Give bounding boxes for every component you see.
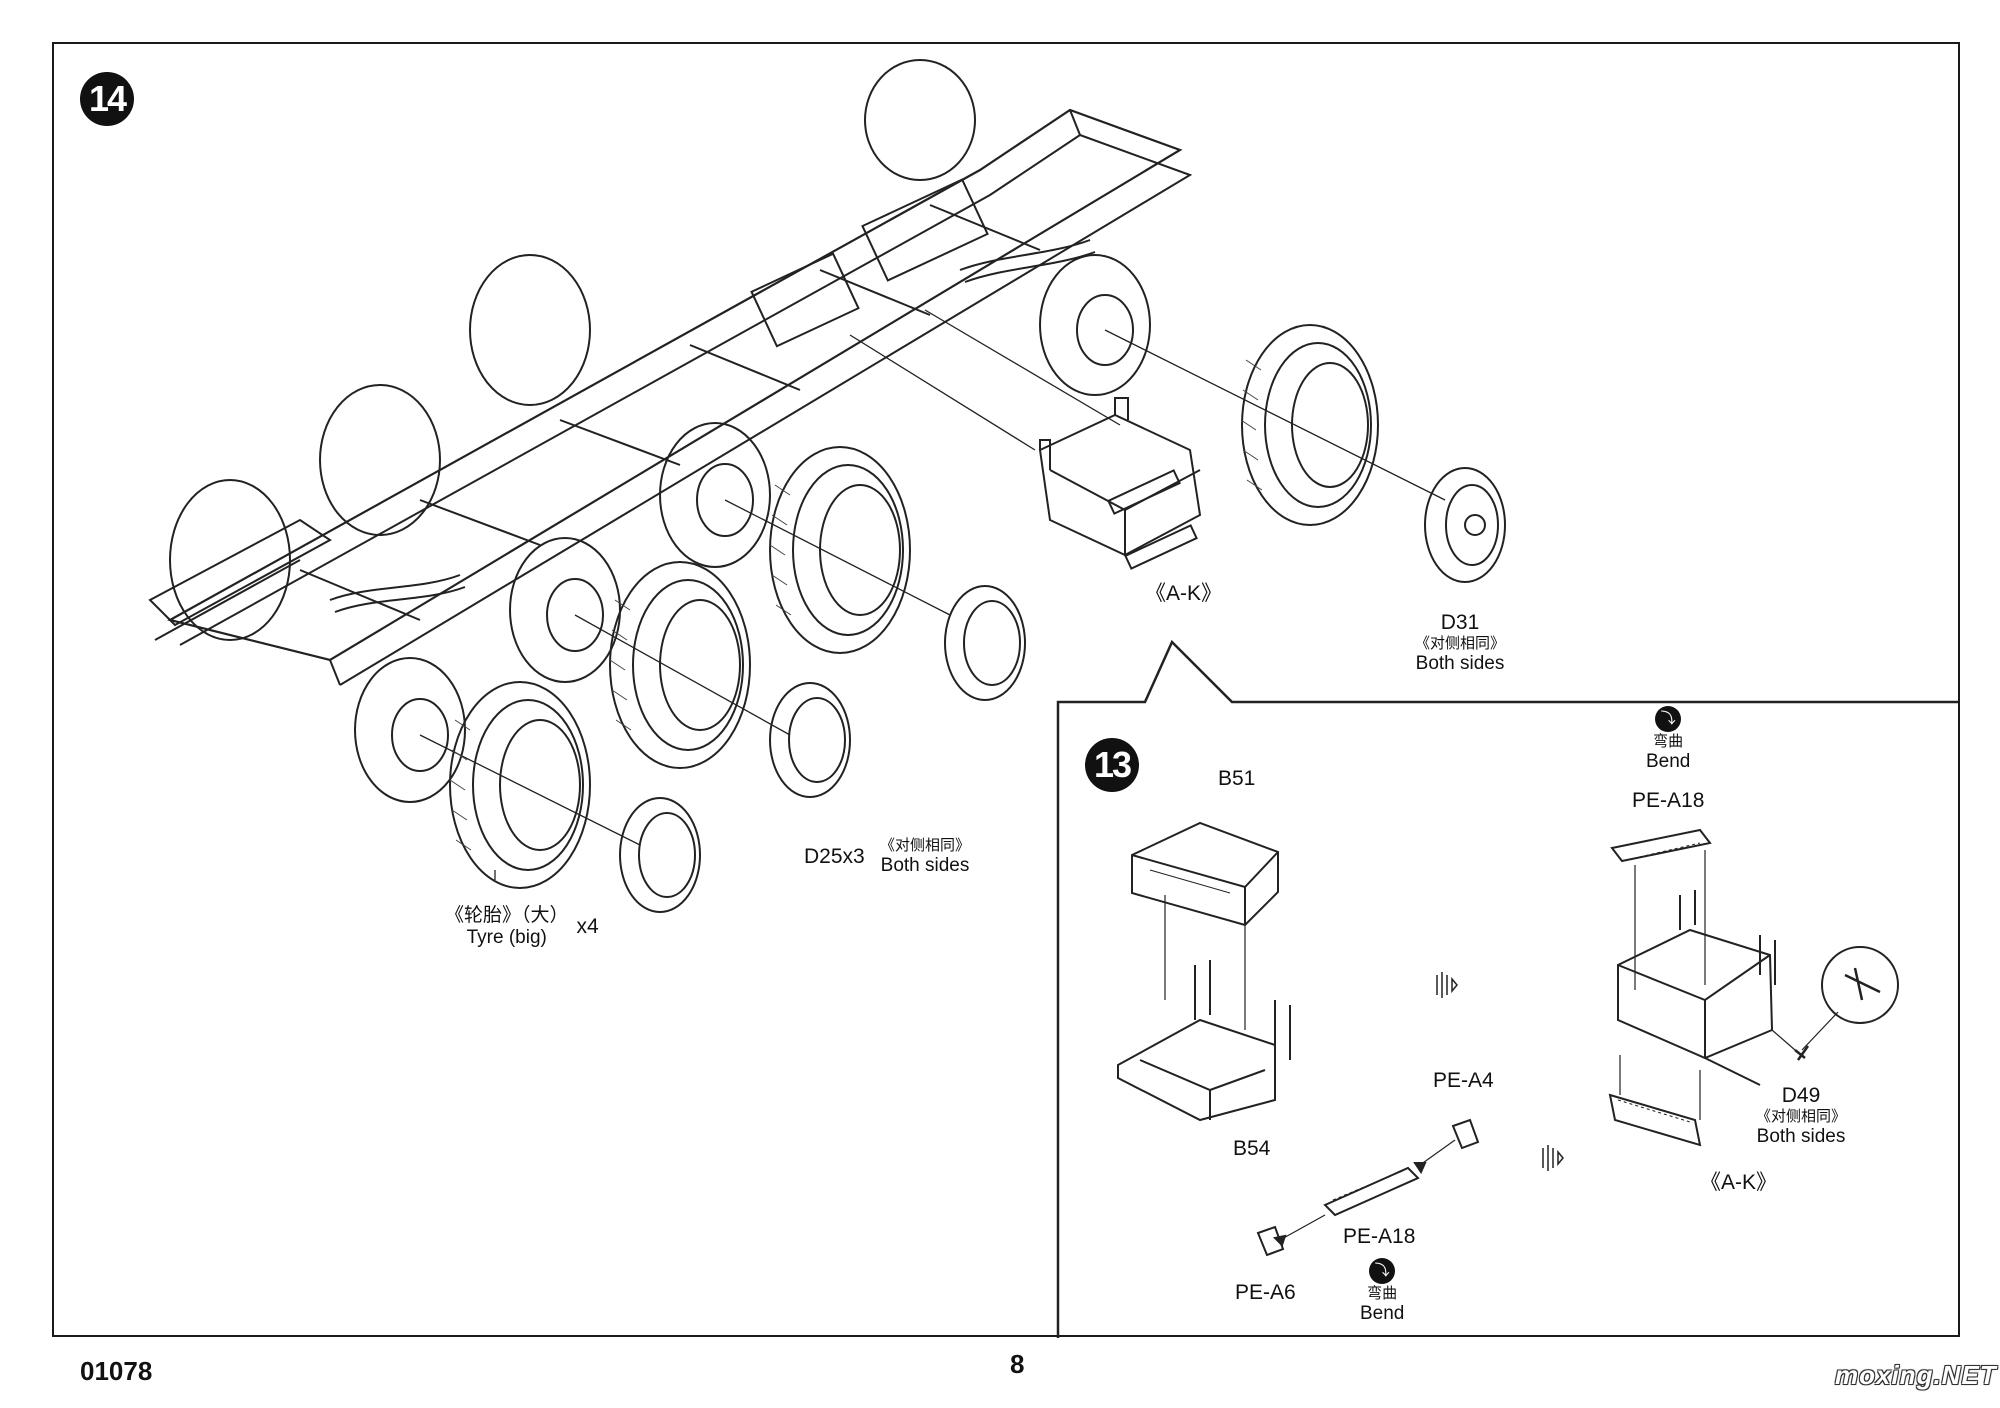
d49-zh: 《对侧相同》 [1756, 1108, 1847, 1125]
d25-zh: 《对侧相同》 [880, 837, 971, 854]
d31-label: D31 [1440, 611, 1480, 634]
d25-label: D25x3 [804, 845, 865, 868]
b54-label: B54 [1233, 1137, 1271, 1160]
pe-a6-label: PE-A6 [1235, 1281, 1296, 1304]
d49-en: Both sides [1756, 1126, 1846, 1147]
pe-a18-lower-label: PE-A18 [1343, 1225, 1416, 1248]
bend-upper-zh: 弯曲 [1653, 733, 1684, 750]
step13-ak-label: 《A-K》 [1700, 1171, 1778, 1194]
d31-zh: 《对侧相同》 [1415, 635, 1506, 652]
step-13-badge: 13 [1085, 738, 1139, 792]
d49-label: D49 [1781, 1084, 1821, 1107]
tyre-qty: x4 [576, 915, 599, 938]
d49-callout: D49 《对侧相同》 Both sides [1756, 1085, 1846, 1148]
d25-both-sides: 《对侧相同》 Both sides [880, 836, 970, 877]
page-frame [52, 42, 1960, 1337]
step-13-number: 13 [1093, 744, 1132, 785]
bend-lower-zh: 弯曲 [1367, 1285, 1398, 1302]
step-14-badge: 14 [80, 72, 134, 126]
tyre-callout: 《轮胎》（大） Tyre (big) x4 [445, 905, 599, 949]
d31-en: Both sides [1415, 653, 1505, 674]
bend-lower-callout: ⤵ 弯曲 Bend [1360, 1258, 1404, 1325]
bend-lower-en: Bend [1360, 1303, 1405, 1324]
kit-number: 01078 [80, 1356, 153, 1386]
pe-a18-upper-label: PE-A18 [1632, 789, 1705, 812]
page-number: 8 [1010, 1349, 1025, 1379]
d25-en: Both sides [880, 855, 970, 876]
step-14-number: 14 [88, 78, 127, 119]
bend-upper-en: Bend [1646, 751, 1691, 772]
bend-upper-callout: ⤵ 弯曲 Bend [1646, 706, 1690, 773]
bend-icon: ⤵ [1655, 706, 1682, 732]
step14-ak-label: 《A-K》 [1145, 582, 1223, 605]
bend-icon: ⤵ [1369, 1258, 1396, 1284]
d31-callout: D31 《对侧相同》 Both sides [1415, 612, 1505, 675]
tyre-label-zh: 《轮胎》（大） [445, 905, 569, 926]
watermark: moxing.NET [1835, 1360, 1997, 1390]
b51-label: B51 [1218, 767, 1256, 790]
tyre-label-en: Tyre (big) [466, 927, 547, 948]
pe-a4-label: PE-A4 [1433, 1069, 1494, 1092]
